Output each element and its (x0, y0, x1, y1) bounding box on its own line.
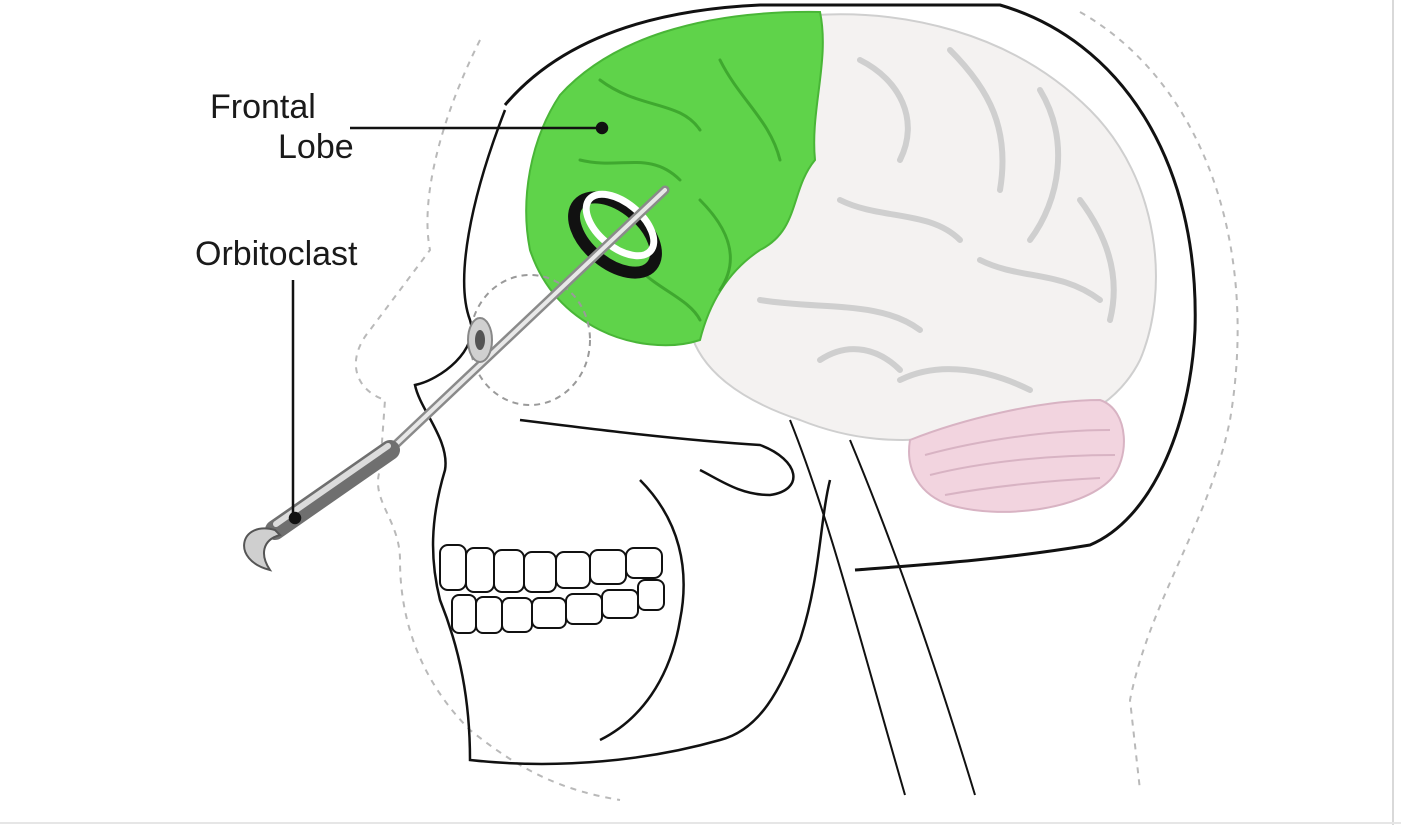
frontal-lobe-label-line1: Frontal (210, 88, 316, 126)
spine-line-left (790, 420, 905, 795)
orbitoclast-leader-dot (290, 513, 300, 523)
orbitoclast-label: Orbitoclast (195, 235, 358, 273)
frontal-lobe-leader-dot (597, 123, 607, 133)
cheekbone (520, 420, 793, 495)
pupil (475, 330, 485, 350)
upper-teeth (440, 545, 662, 592)
frontal-lobe-label-line2: Lobe (278, 128, 354, 166)
orbitoclast-hook (244, 528, 280, 570)
